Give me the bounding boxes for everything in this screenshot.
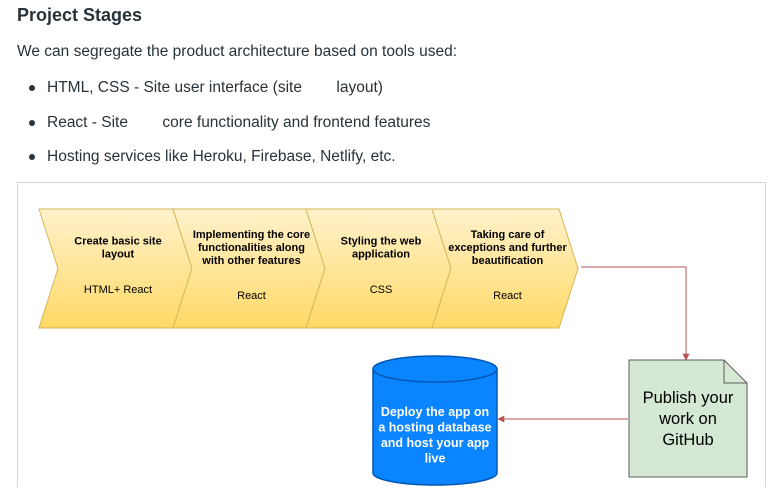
connector-arrow-to-publish — [581, 266, 690, 361]
stage-title-line: Implementing the core — [193, 229, 310, 241]
stage-title-line: beautification — [472, 255, 544, 267]
publish-text-line: work on — [658, 410, 717, 428]
stage-tool-label: React — [237, 290, 266, 302]
bullet-list: HTML, CSS - Site user interface (site la… — [26, 78, 430, 182]
bullet-text: React - Site core functionality and fron… — [47, 113, 431, 131]
publish-note: Publish your work on GitHub — [628, 359, 748, 478]
list-item: HTML, CSS - Site user interface (site la… — [26, 78, 430, 113]
deploy-text-line: a hosting database — [378, 421, 491, 435]
publish-text-line: GitHub — [662, 431, 713, 449]
database-top — [372, 355, 498, 383]
deploy-text-line: Deploy the app on — [381, 405, 489, 419]
publish-text-line: Publish your — [643, 389, 734, 407]
bullet-text: Hosting services like Heroku, Firebase, … — [47, 148, 396, 165]
stage-title-line: functionalities along — [198, 242, 305, 254]
stage-chevron — [431, 208, 579, 329]
stage-shapes — [38, 208, 579, 329]
database-cylinder — [372, 369, 498, 486]
stage-tool-label: CSS — [370, 284, 393, 296]
note-fold — [723, 360, 747, 384]
stage-tool-label: React — [493, 290, 522, 302]
intro-text: We can segregate the product architectur… — [17, 43, 458, 60]
stage-chevron — [172, 208, 326, 329]
page-title: Project Stages — [17, 5, 143, 25]
stage-tool-label: HTML+ React — [84, 284, 152, 296]
list-item: React - Site core functionality and fron… — [26, 113, 430, 148]
stage-title-line: layout — [102, 249, 135, 261]
bullet-text: HTML, CSS - Site user interface (site la… — [47, 79, 383, 96]
stage-title-line: with other features — [201, 255, 300, 267]
deploy-text-line: live — [425, 452, 446, 466]
stage-title-line: application — [352, 249, 410, 261]
list-item: Hosting services like Heroku, Firebase, … — [26, 147, 430, 182]
publish-note-shape — [628, 359, 748, 478]
stage-chevron — [38, 208, 193, 329]
stage-chevron — [305, 208, 452, 329]
stage-title-line: exceptions and further — [448, 242, 567, 254]
stage-title-line: Create basic site — [74, 236, 161, 248]
stage-title-line: Taking care of — [471, 229, 545, 241]
deploy-text-line: and host your app — [381, 436, 490, 450]
stage-title-line: Styling the web — [341, 236, 422, 248]
